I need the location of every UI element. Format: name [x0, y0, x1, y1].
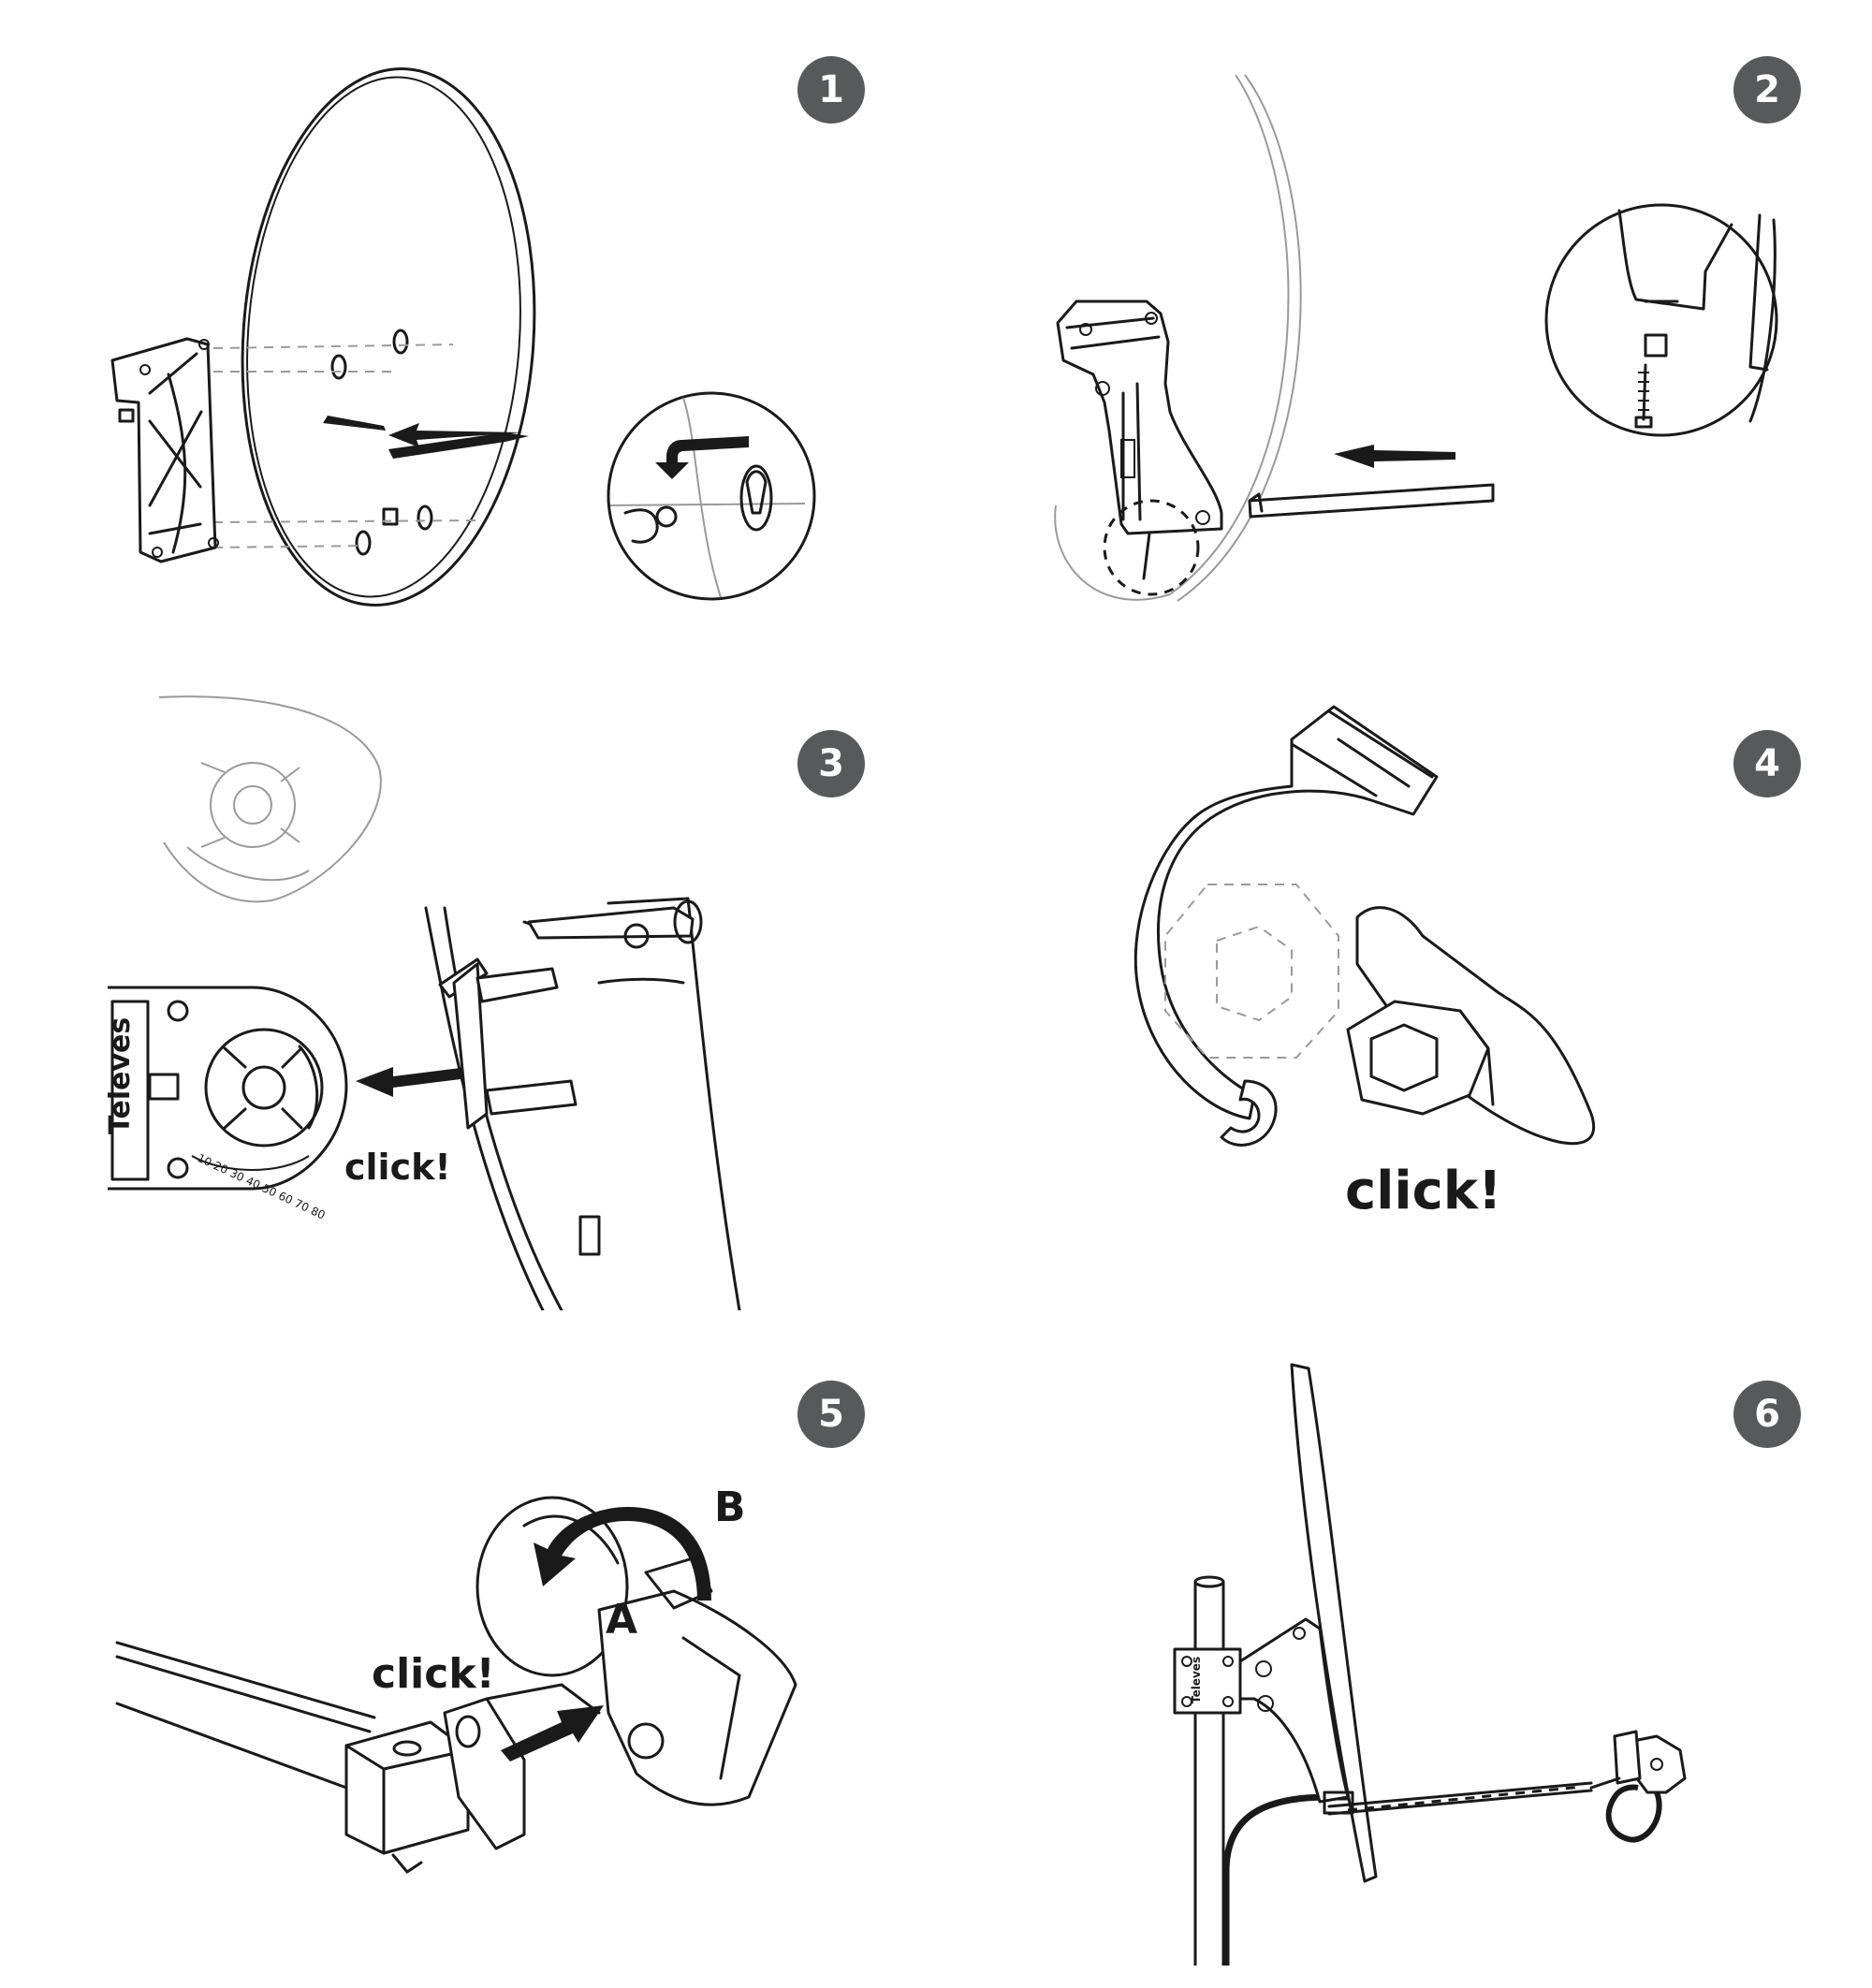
step-6-panel: Televes 6: [936, 1310, 1872, 1966]
step-5-panel: B A click! 5: [0, 1310, 936, 1966]
televes-brand-text: Televes: [1190, 1657, 1203, 1703]
televes-brand-text: Televes: [104, 1017, 137, 1134]
step-number-badge: 4: [1733, 730, 1801, 797]
dish-bracket-assembly-illustration: [110, 66, 816, 607]
step-number-badge: 1: [797, 56, 865, 124]
lnb-rotation-illustration: [115, 1496, 797, 1874]
label-b: B: [714, 1484, 746, 1531]
lnb-holder-click-illustration: Televes 10 20 30 40 50 60 70 80: [104, 695, 741, 1310]
lnb-clip-insertion-illustration: [1133, 705, 1595, 1147]
dish-arm-insertion-illustration: [1054, 74, 1778, 602]
step-3-panel: Televes 10 20 30 40 50 60 70 80 click! 3: [0, 655, 936, 1310]
label-a: A: [606, 1596, 638, 1644]
click-label: click!: [372, 1650, 495, 1698]
click-label: click!: [1345, 1161, 1502, 1221]
click-label: click!: [344, 1147, 451, 1188]
step-2-panel: 2: [936, 0, 1872, 655]
step-1-panel: 1: [0, 0, 936, 655]
step-number-badge: 6: [1733, 1381, 1801, 1448]
mounted-dish-on-mast-illustration: Televes: [1173, 1363, 1687, 1966]
step-number-badge: 3: [797, 730, 865, 797]
step-number-badge: 2: [1733, 56, 1801, 124]
step-4-panel: click! 4: [936, 655, 1872, 1310]
step-number-badge: 5: [797, 1381, 865, 1448]
